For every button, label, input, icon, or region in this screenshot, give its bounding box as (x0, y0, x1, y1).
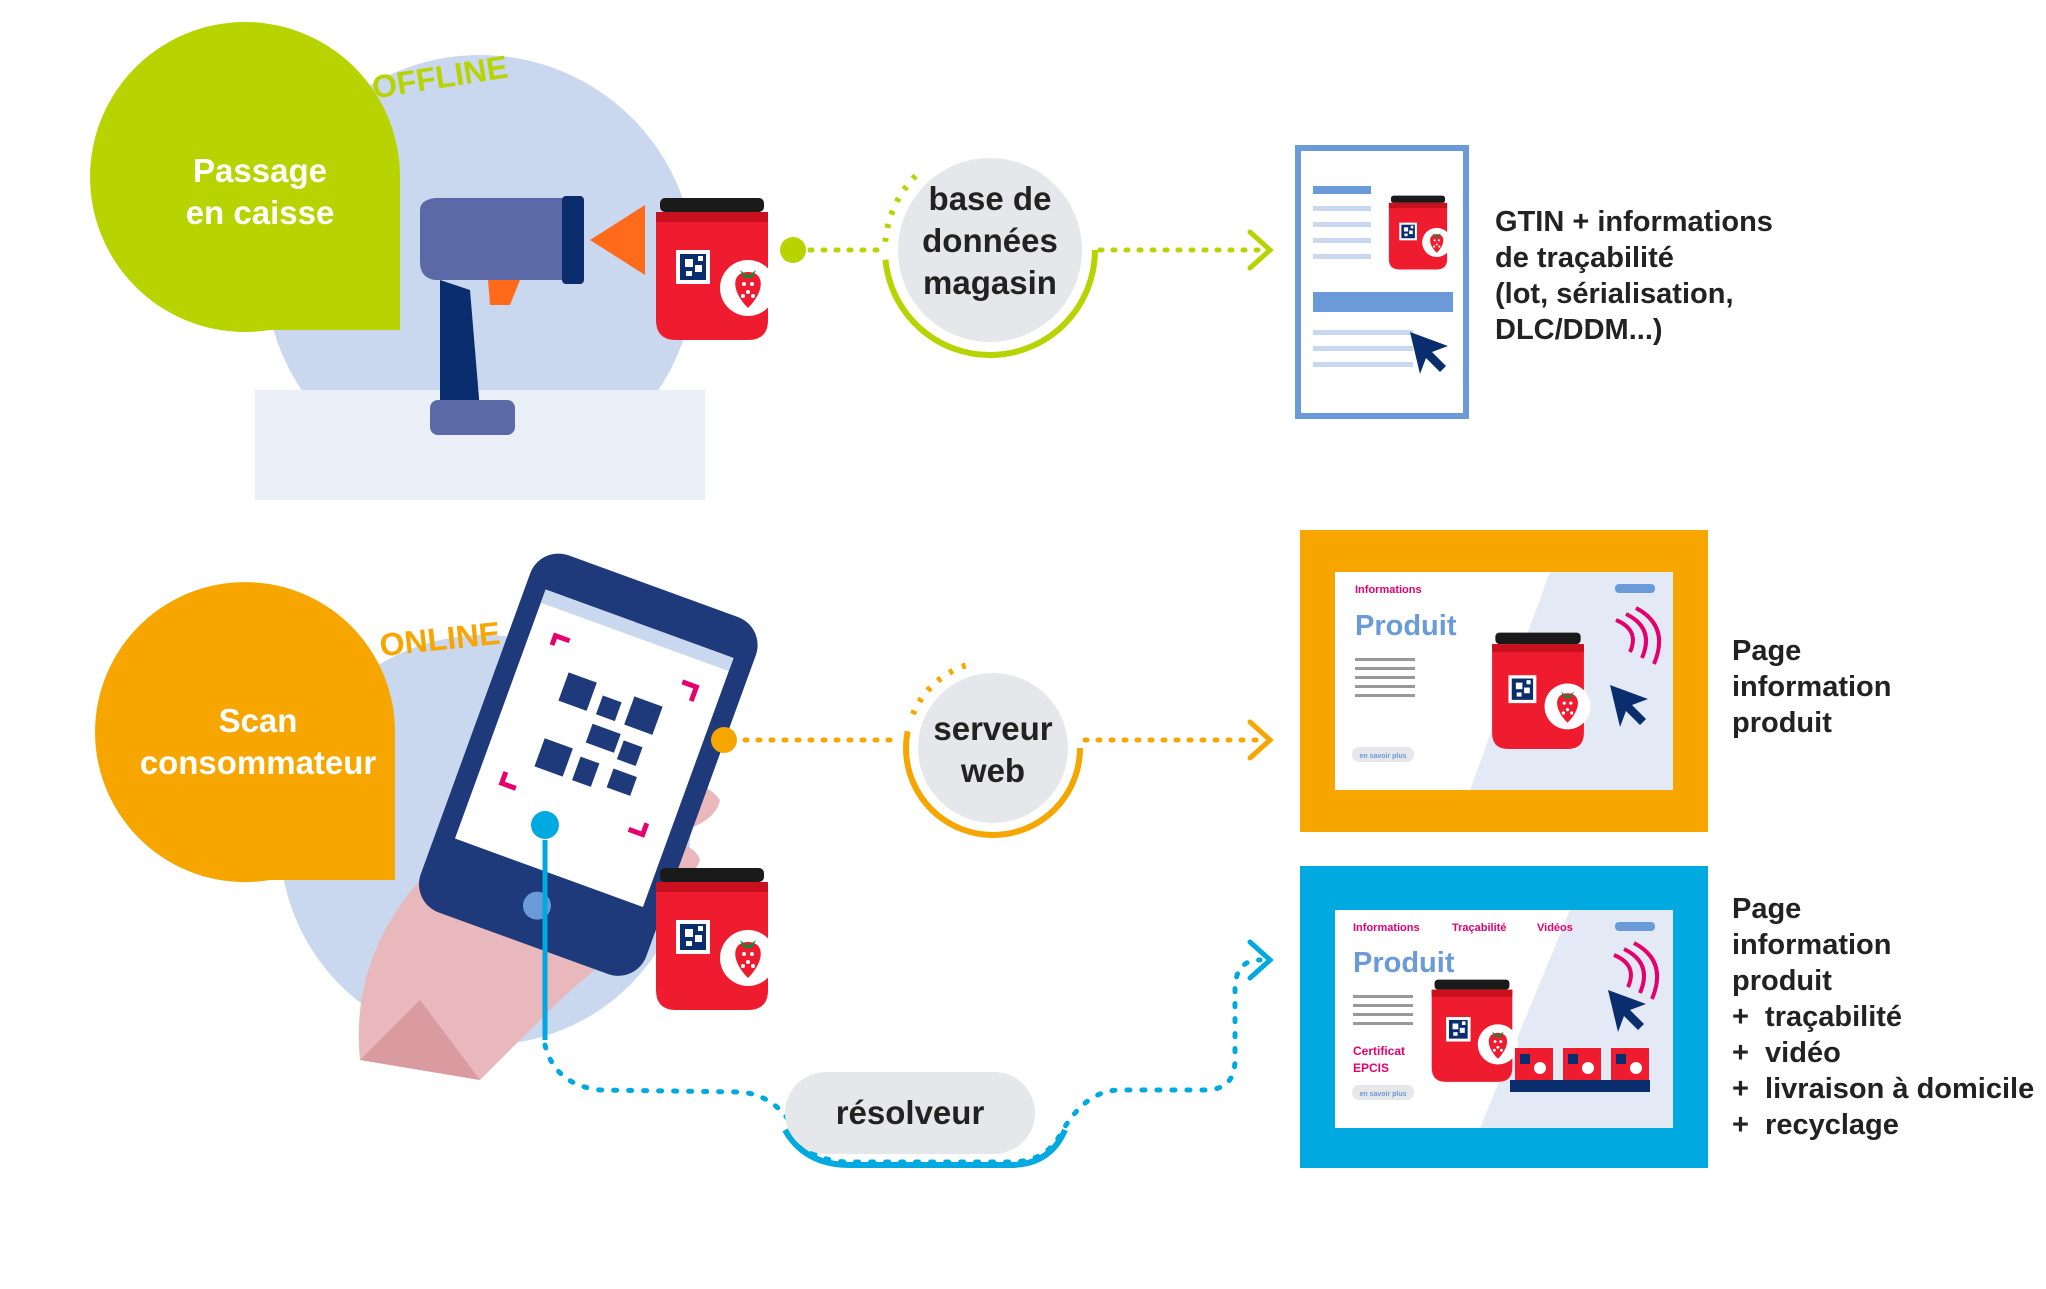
resolver-start-dot (531, 811, 559, 839)
web-server-line-1: serveur (933, 710, 1052, 747)
offline-server-line-1: base de (929, 180, 1052, 217)
jam-jar-offline (656, 198, 776, 340)
page2-nav-informations: Informations (1353, 922, 1420, 934)
product-page-extended: Informations Traçabilité Vidéos Produit … (1300, 866, 1708, 1168)
page1-caption-3: produit (1732, 707, 1832, 739)
jam-jar-online (656, 868, 776, 1010)
page2-caption-7: + recyclage (1732, 1109, 1899, 1141)
offline-server-line-3: magasin (923, 264, 1057, 301)
offline-result-line-1: GTIN + informations (1495, 206, 1773, 238)
page2-nav-tracabilite: Traçabilité (1452, 922, 1506, 934)
resolver-arrow-icon (1247, 939, 1274, 981)
page2-nav-videos: Vidéos (1537, 922, 1573, 934)
resolver-pill (785, 1072, 1035, 1154)
offline-result-line-2: de traçabilité (1495, 242, 1674, 274)
product-page-basic: Informations Produit en savoir plus (1300, 530, 1708, 832)
page2-certificate-line-2: EPCIS (1353, 1061, 1389, 1075)
page2-caption-5: + vidéo (1732, 1037, 1841, 1069)
online-bubble-line-1: Scan (219, 702, 298, 739)
page2-search-bar (1615, 922, 1655, 931)
online-bubble-line-2: consommateur (140, 744, 377, 781)
page1-caption-2: information (1732, 671, 1892, 703)
page1-title: Produit (1355, 610, 1457, 642)
web-server-ring (903, 658, 1083, 838)
web-server-circle (918, 673, 1068, 823)
offline-arrow-icon (1247, 229, 1274, 271)
qr-code-icon (528, 666, 670, 808)
page2-caption-3: produit (1732, 965, 1832, 997)
page2-caption-2: information (1732, 929, 1892, 961)
offline-bubble-line-1: Passage (193, 152, 327, 189)
offline-section: Passage en caisse OFFLINE base de donnée… (90, 22, 1773, 500)
offline-bubble-line-2: en caisse (186, 194, 335, 231)
offline-result-line-4: DLC/DDM...) (1495, 314, 1663, 346)
page2-more-button-label: en savoir plus (1359, 1091, 1406, 1098)
page2-caption-6: + livraison à domicile (1732, 1073, 2034, 1105)
page2-contactless-icon (1613, 941, 1660, 1000)
offline-bubble (90, 22, 401, 333)
pallet-icon (1510, 1048, 1650, 1092)
page1-more-button-label: en savoir plus (1359, 753, 1406, 760)
page2-more-button (1352, 1085, 1414, 1100)
online-arrow-icon (1247, 719, 1274, 761)
page2-title: Produit (1353, 947, 1455, 979)
offline-result-line-3: (lot, sérialisation, (1495, 278, 1734, 310)
page1-contactless-icon (1615, 606, 1662, 665)
page1-search-bar (1615, 584, 1655, 593)
traceability-document (1295, 145, 1469, 419)
page1-more-button (1352, 747, 1414, 762)
online-start-dot (711, 727, 737, 753)
page1-nav-informations: Informations (1355, 584, 1422, 596)
page1-caption-1: Page (1732, 635, 1801, 667)
online-bubble (95, 582, 396, 883)
offline-start-dot (780, 237, 806, 263)
resolver-label: résolveur (836, 1094, 985, 1131)
page2-caption-1: Page (1732, 893, 1801, 925)
resolver-solid-curve (782, 1128, 1068, 1168)
offline-server-circle (898, 158, 1082, 342)
online-section: Scan consommateur ONLINE serveur web rés… (95, 530, 2034, 1168)
offline-server-line-2: données (922, 222, 1058, 259)
page2-caption-4: + traçabilité (1732, 1001, 1902, 1033)
offline-server-ring (882, 142, 1098, 358)
web-server-line-2: web (960, 752, 1025, 789)
barcode-scanner-icon (420, 196, 645, 435)
page2-certificate-line-1: Certificat (1353, 1044, 1405, 1058)
